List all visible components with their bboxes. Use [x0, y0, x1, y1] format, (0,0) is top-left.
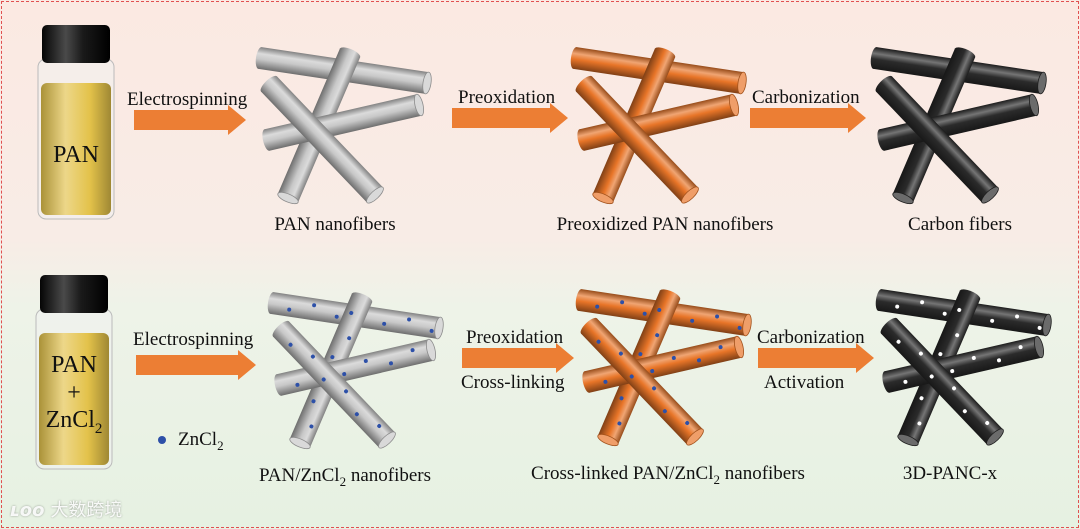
- vial-line-pan: PAN: [51, 352, 97, 378]
- step-carbonization-2: Carbonization: [757, 327, 865, 348]
- fibers-carbon-fiber-4: [875, 75, 999, 204]
- step-preoxidation-2: Preoxidation: [466, 327, 564, 348]
- caption-preoxidized-pan-nanofibers: Preoxidized PAN nanofibers: [556, 214, 774, 235]
- vial-pan-zncl2: [35, 275, 113, 470]
- vial-line-zncl2: ZnCl2: [45, 407, 103, 437]
- caption-pan-zncl2-nanofibers: PAN/ZnCl2 nanofibers: [258, 465, 432, 489]
- vial-line-plus: +: [67, 379, 81, 406]
- arrow-preoxidation-1: [452, 103, 568, 133]
- caption-carbon-fibers: Carbon fibers: [908, 214, 1012, 235]
- vial-pan-cap: [42, 25, 110, 63]
- fibers-carbon-fiber-3: [877, 93, 1040, 151]
- vial-pan-powder: [41, 83, 111, 215]
- fibers-cross-linked-fiber-3: [582, 335, 745, 393]
- step-electrospinning-1: Electrospinning: [127, 89, 248, 110]
- fibers-3d-panc-fiber-4: [880, 317, 1004, 446]
- watermark-logo: ʟoo: [10, 500, 45, 521]
- arrow-carbonization-2: [758, 343, 874, 373]
- legend-dot-icon: [158, 436, 166, 444]
- caption-pan-nanofibers: PAN nanofibers: [274, 214, 396, 235]
- arrow-electrospinning-2: [136, 350, 256, 380]
- fibers-preoxidized-fiber-4: [575, 75, 699, 204]
- caption-3d-panc-x: 3D-PANC-x: [902, 463, 998, 484]
- legend-zncl2: ZnCl2: [178, 429, 224, 453]
- vial-label-pan: PAN: [53, 142, 99, 168]
- fibers-pan-zncl2-fiber-4: [272, 320, 396, 449]
- fibers-pan-fiber-3: [262, 93, 425, 151]
- caption-cross-linked-nanofibers: Cross-linked PAN/ZnCl2 nanofibers: [531, 463, 805, 487]
- vial-label-pan-zncl2: PAN + ZnCl2: [46, 352, 103, 438]
- fibers-cross-linked: [575, 289, 752, 447]
- fibers-pan-fiber-4: [260, 75, 384, 204]
- step-carbonization-1: Carbonization: [752, 87, 860, 108]
- step-electrospinning-2: Electrospinning: [133, 329, 254, 350]
- vial-pan-zncl2-powder: [39, 333, 109, 465]
- vial-pan-zncl2-cap: [40, 275, 108, 313]
- fibers-pan-zncl2-fiber-3: [274, 338, 437, 396]
- arrow-preoxidation-2: [462, 343, 574, 373]
- fibers-pan-zncl2: [267, 292, 444, 450]
- fibers-3d-panc: [875, 289, 1052, 447]
- fibers-preoxidized: [570, 47, 747, 205]
- fibers-cross-linked-fiber-4: [580, 317, 704, 446]
- watermark-text: 大数跨境: [50, 500, 123, 521]
- fibers-pan: [255, 47, 432, 205]
- arrow-electrospinning-1: [134, 105, 246, 135]
- step-cross-linking: Cross-linking: [461, 372, 565, 393]
- step-preoxidation-1: Preoxidation: [458, 87, 556, 108]
- step-activation: Activation: [764, 372, 845, 393]
- fibers-3d-panc-fiber-3: [882, 335, 1045, 393]
- arrow-carbonization-1: [750, 103, 866, 133]
- fibers-preoxidized-fiber-3: [577, 93, 740, 151]
- fibers-carbon: [870, 47, 1047, 205]
- vial-pan: [37, 25, 115, 220]
